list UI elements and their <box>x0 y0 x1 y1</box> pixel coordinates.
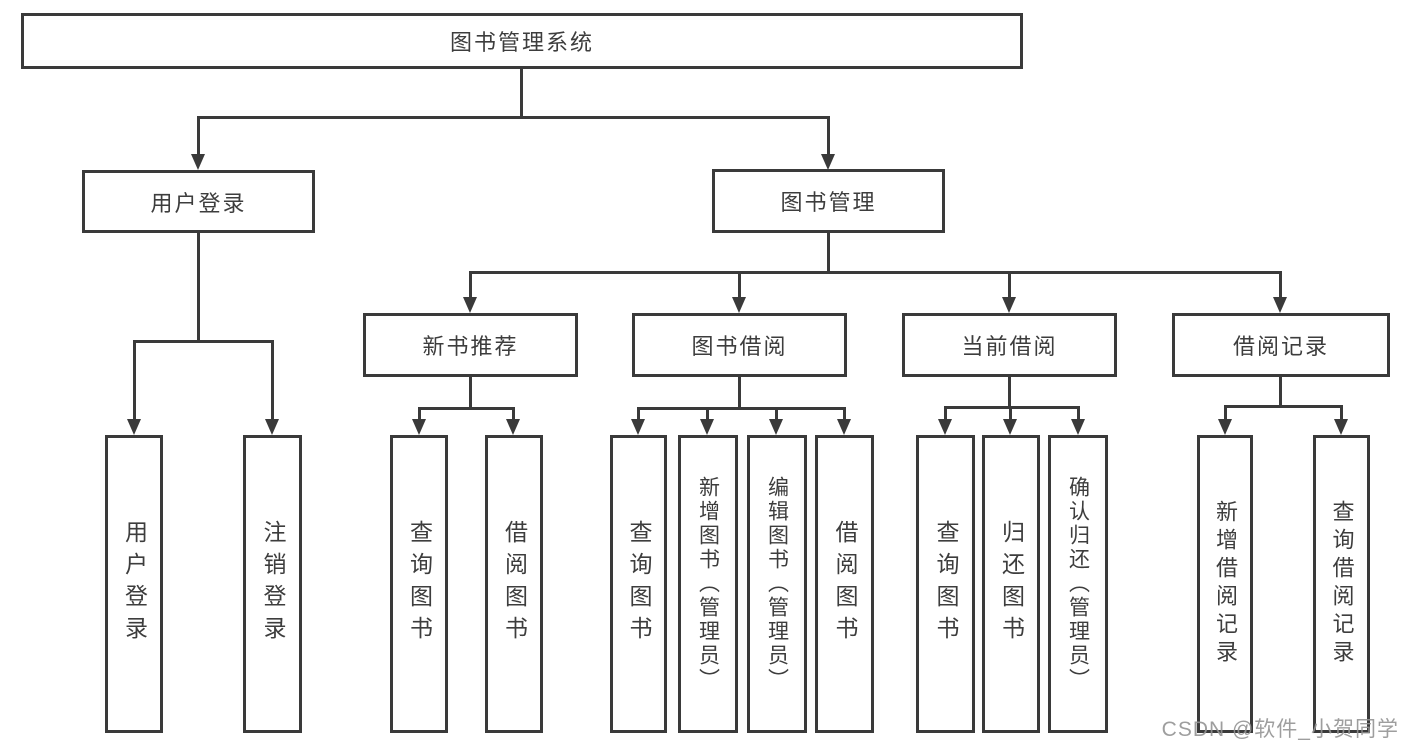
connector-line <box>1008 271 1011 299</box>
leaf-query-book-3: 查询图书 <box>916 435 975 733</box>
connector-line <box>827 116 830 156</box>
node-root: 图书管理系统 <box>21 13 1023 69</box>
leaf-borrow-book-2: 借阅图书 <box>815 435 874 733</box>
arrowhead-down-icon <box>732 297 746 313</box>
leaf-logout-label: 注销登录 <box>260 520 286 648</box>
leaf-confirm-return-admin-label: 确认归还（管理员） <box>1066 476 1090 692</box>
leaf-query-book-1: 查询图书 <box>390 435 448 733</box>
arrowhead-down-icon <box>191 154 205 170</box>
leaf-query-borrow-record: 查询借阅记录 <box>1313 435 1370 733</box>
leaf-return-book-label: 归还图书 <box>998 520 1025 648</box>
arrowhead-down-icon <box>265 419 279 435</box>
leaf-query-borrow-record-label: 查询借阅记录 <box>1329 500 1355 668</box>
leaf-query-book-2: 查询图书 <box>610 435 667 733</box>
connector-line <box>133 340 274 343</box>
leaf-query-book-3-label: 查询图书 <box>933 520 959 648</box>
connector-line <box>197 233 200 342</box>
connector-line <box>1008 377 1011 409</box>
leaf-add-book-admin-label: 新增图书（管理员） <box>696 476 720 692</box>
arrowhead-down-icon <box>1002 297 1016 313</box>
connector-line <box>469 271 472 299</box>
node-book-management-label: 图书管理 <box>780 190 877 215</box>
leaf-add-book-admin: 新增图书（管理员） <box>678 435 738 733</box>
connector-line <box>1340 405 1343 423</box>
connector-line <box>944 406 1080 409</box>
leaf-add-borrow-record: 新增借阅记录 <box>1197 435 1253 733</box>
connector-line <box>738 271 741 299</box>
connector-line <box>1224 405 1227 423</box>
arrowhead-down-icon <box>1003 419 1017 435</box>
arrowhead-down-icon <box>1218 419 1232 435</box>
arrowhead-down-icon <box>821 154 835 170</box>
node-new-book-recommend-label: 新书推荐 <box>422 334 519 359</box>
leaf-edit-book-admin: 编辑图书（管理员） <box>747 435 807 733</box>
connector-line <box>520 69 523 118</box>
leaf-query-book-1-label: 查询图书 <box>406 520 433 648</box>
connector-line <box>1077 406 1080 423</box>
connector-line <box>843 407 846 423</box>
leaf-borrow-book-1-label: 借阅图书 <box>501 520 528 648</box>
node-borrow-record-label: 借阅记录 <box>1232 334 1329 359</box>
connector-line <box>197 116 200 156</box>
node-user-login-label: 用户登录 <box>150 190 247 216</box>
connector-line <box>637 407 846 410</box>
arrowhead-down-icon <box>412 419 426 435</box>
leaf-query-book-2-label: 查询图书 <box>626 520 652 648</box>
connector-line <box>738 377 741 410</box>
leaf-edit-book-admin-label: 编辑图书（管理员） <box>765 476 789 692</box>
node-book-management: 图书管理 <box>712 169 945 233</box>
node-book-borrow-label: 图书借阅 <box>691 334 788 359</box>
node-book-borrow: 图书借阅 <box>632 313 847 377</box>
connector-line <box>1279 271 1282 299</box>
connector-line <box>197 116 830 119</box>
arrowhead-down-icon <box>463 297 477 313</box>
leaf-user-login-label: 用户登录 <box>121 520 148 648</box>
connector-line <box>944 406 947 423</box>
connector-line <box>706 407 709 423</box>
connector-line <box>469 271 1282 274</box>
arrowhead-down-icon <box>1071 419 1085 435</box>
arrowhead-down-icon <box>1334 419 1348 435</box>
leaf-return-book: 归还图书 <box>982 435 1040 733</box>
connector-line <box>1224 405 1343 408</box>
arrowhead-down-icon <box>938 419 952 435</box>
csdn-watermark: CSDN @软件_小贺同学 <box>1161 718 1399 741</box>
node-new-book-recommend: 新书推荐 <box>363 313 578 377</box>
connector-line <box>418 407 421 423</box>
arrowhead-down-icon <box>127 419 141 435</box>
connector-line <box>775 407 778 423</box>
leaf-user-login: 用户登录 <box>105 435 163 733</box>
connector-line <box>1009 406 1012 423</box>
arrowhead-down-icon <box>631 419 645 435</box>
connector-line <box>271 340 274 422</box>
leaf-borrow-book-1: 借阅图书 <box>485 435 543 733</box>
node-user-login: 用户登录 <box>82 170 315 233</box>
connector-line <box>418 407 515 410</box>
connector-line <box>133 340 136 422</box>
arrowhead-down-icon <box>700 419 714 435</box>
arrowhead-down-icon <box>506 419 520 435</box>
arrowhead-down-icon <box>769 419 783 435</box>
node-borrow-record: 借阅记录 <box>1172 313 1390 377</box>
leaf-borrow-book-2-label: 借阅图书 <box>832 520 858 648</box>
leaf-logout: 注销登录 <box>243 435 302 733</box>
node-current-borrow-label: 当前借阅 <box>961 334 1058 359</box>
arrowhead-down-icon <box>1273 297 1287 313</box>
connector-line <box>827 233 830 274</box>
arrowhead-down-icon <box>837 419 851 435</box>
node-current-borrow: 当前借阅 <box>902 313 1117 377</box>
connector-line <box>469 377 472 410</box>
leaf-add-borrow-record-label: 新增借阅记录 <box>1213 500 1238 668</box>
connector-line <box>637 407 640 423</box>
node-root-label: 图书管理系统 <box>449 30 594 55</box>
connector-line <box>1279 377 1282 408</box>
connector-line <box>512 407 515 423</box>
leaf-confirm-return-admin: 确认归还（管理员） <box>1048 435 1108 733</box>
